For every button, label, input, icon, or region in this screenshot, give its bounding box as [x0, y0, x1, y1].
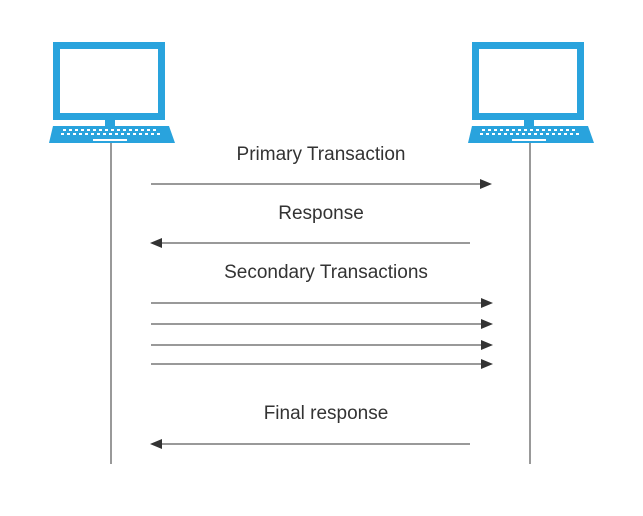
laptop-screen — [479, 49, 577, 113]
laptop-hinge — [524, 120, 534, 126]
secondary-transactions-label: Secondary Transactions — [224, 262, 428, 283]
laptop-keyboard — [480, 129, 579, 141]
laptop-keyboard — [61, 129, 160, 141]
left-laptop-icon — [49, 42, 175, 143]
primary-transaction-label: Primary Transaction — [237, 144, 406, 165]
laptop-hinge — [105, 120, 115, 126]
right-laptop-icon — [468, 42, 594, 143]
laptop-screen — [60, 49, 158, 113]
final-response-label: Final response — [264, 403, 389, 424]
response-label: Response — [278, 203, 364, 224]
